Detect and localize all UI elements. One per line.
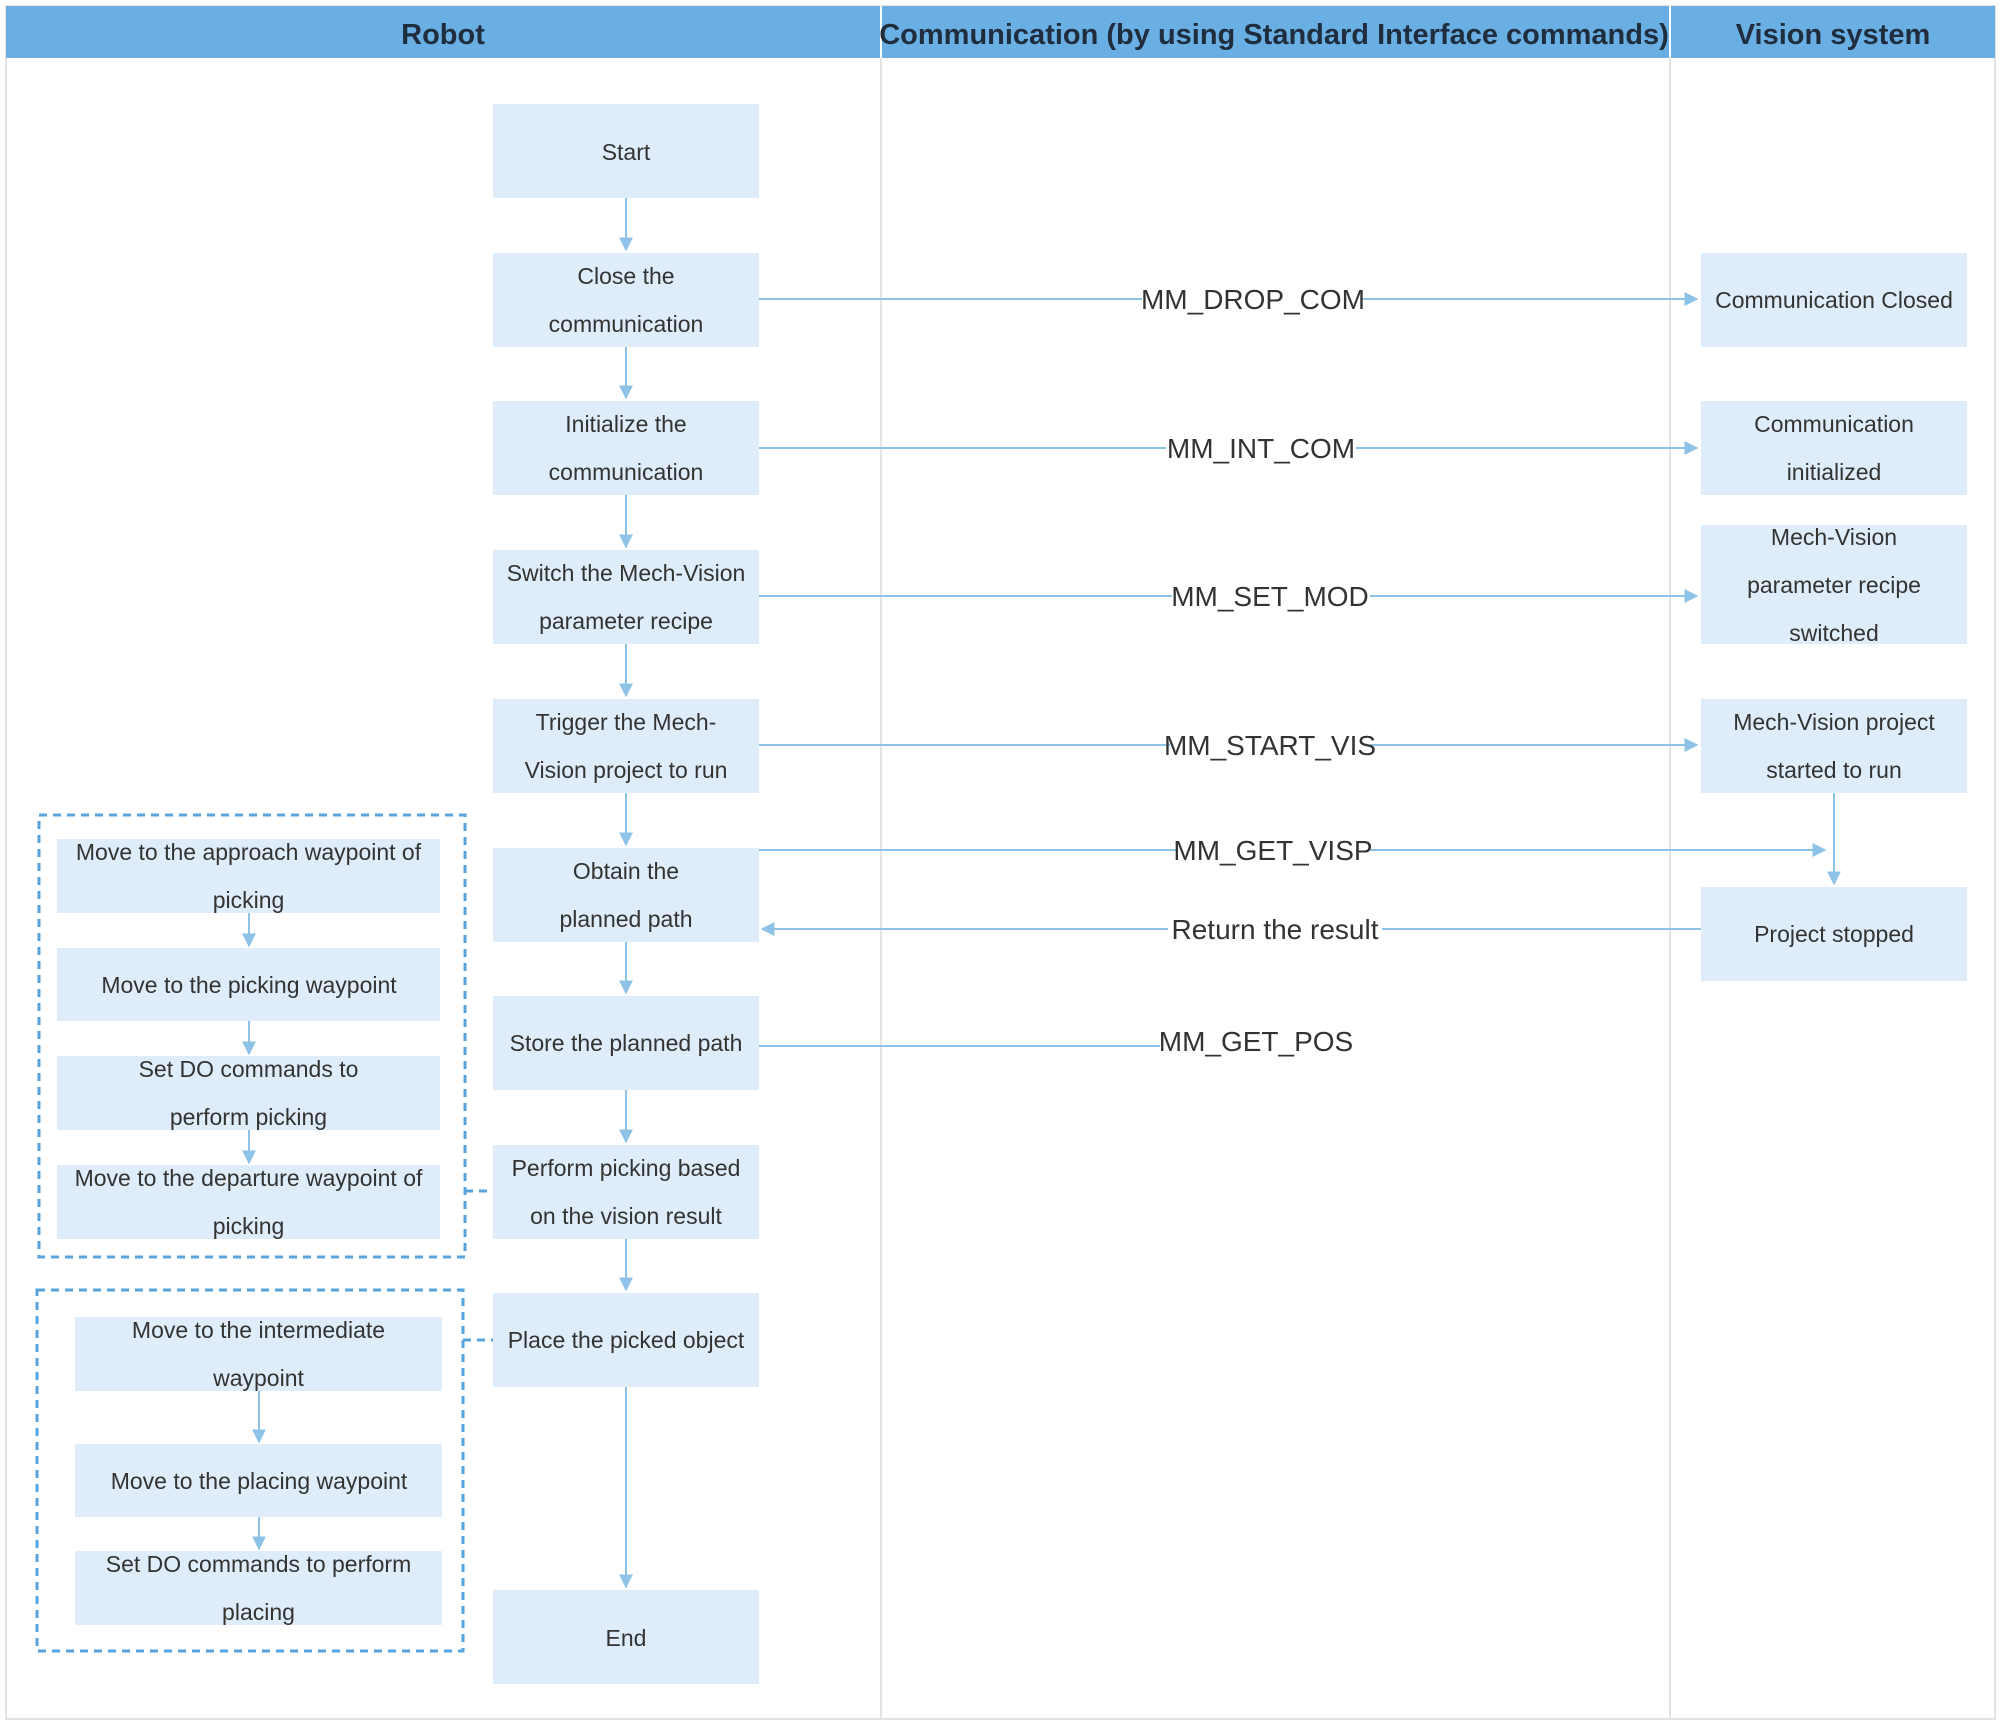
- step-store-path-label: Store the planned path: [509, 1030, 743, 1056]
- command-mm-get-pos: MM_GET_POS: [1159, 1026, 1353, 1057]
- state-project-stopped-label: Project stopped: [1754, 921, 1914, 947]
- state-communication-initialized: Communication initialized: [1701, 401, 1967, 495]
- state-communication-closed: Communication Closed: [1701, 253, 1967, 347]
- placing-substeps: Move to the intermediate waypoint Move t…: [75, 1317, 442, 1625]
- step-place-object-label: Place the picked object: [507, 1327, 745, 1353]
- picking-substeps: Move to the approach waypoint of picking…: [57, 839, 440, 1239]
- step-place-object: Place the picked object: [493, 1293, 759, 1387]
- placing-substeps-frame: [35, 1288, 465, 1653]
- step-close-communication: Close the communication: [493, 253, 759, 347]
- step-initialize-communication: Initialize the communication: [493, 401, 759, 495]
- step-start: Start: [493, 104, 759, 198]
- substep-do-placing: Set DO commands to perform placing: [75, 1551, 442, 1625]
- command-mm-drop-com: MM_DROP_COM: [1141, 284, 1365, 315]
- command-mm-set-mod: MM_SET_MOD: [1171, 581, 1369, 612]
- picking-substeps-frame: [37, 813, 467, 1259]
- lane-header-bar: Robot Communication (by using Standard I…: [6, 6, 1995, 58]
- state-project-started-label: Mech-Vision project started to run: [1733, 709, 1935, 783]
- step-obtain-path-label: Obtain the planned path: [559, 858, 693, 932]
- state-recipe-switched: Mech-Vision parameter recipe switched: [1701, 523, 1967, 646]
- state-communication-initialized-label: Communication initialized: [1754, 411, 1914, 485]
- return-result-label: Return the result: [1172, 914, 1379, 945]
- step-end-label: End: [606, 1625, 647, 1651]
- step-trigger-project: Trigger the Mech-Vision project to run: [493, 699, 759, 793]
- step-close-communication-label: Close the communication: [548, 263, 704, 337]
- command-mm-get-visp: MM_GET_VISP: [1173, 835, 1372, 866]
- state-project-stopped: Project stopped: [1701, 887, 1967, 981]
- step-switch-recipe-label: Switch the Mech-Vision parameter recipe: [506, 560, 746, 634]
- substep-intermediate-waypoint: Move to the intermediate waypoint: [75, 1317, 442, 1391]
- command-mm-start-vis: MM_START_VIS: [1164, 730, 1376, 761]
- lane-title-communication: Communication (by using Standard Interfa…: [879, 19, 1669, 51]
- robot-steps: Start Close the communication Initialize…: [493, 104, 759, 1684]
- step-initialize-communication-label: Initialize the communication: [548, 411, 704, 485]
- substep-do-picking-label: Set DO commands to perform picking: [138, 1056, 359, 1130]
- step-end: End: [493, 1590, 759, 1684]
- lane-title-robot: Robot: [401, 19, 485, 51]
- step-perform-picking: Perform picking based on the vision resu…: [493, 1145, 759, 1239]
- step-switch-recipe: Switch the Mech-Vision parameter recipe: [493, 550, 759, 644]
- step-store-path: Store the planned path: [493, 996, 759, 1090]
- group-link-connectors: [463, 1189, 493, 1342]
- state-communication-closed-label: Communication Closed: [1715, 287, 1953, 313]
- state-project-started: Mech-Vision project started to run: [1701, 699, 1967, 793]
- state-recipe-switched-label: Mech-Vision parameter recipe switched: [1747, 523, 1921, 646]
- substep-do-picking: Set DO commands to perform picking: [57, 1056, 440, 1130]
- step-start-label: Start: [602, 139, 651, 165]
- substep-departure-waypoint: Move to the departure waypoint of pickin…: [57, 1165, 440, 1239]
- vision-states: Communication Closed Communication initi…: [1701, 253, 1967, 981]
- substep-approach-waypoint: Move to the approach waypoint of picking: [57, 839, 440, 913]
- substep-placing-waypoint: Move to the placing waypoint: [75, 1444, 442, 1517]
- command-mm-int-com: MM_INT_COM: [1167, 433, 1355, 464]
- substep-picking-waypoint: Move to the picking waypoint: [57, 948, 440, 1021]
- step-perform-picking-label: Perform picking based on the vision resu…: [511, 1155, 741, 1229]
- substep-do-placing-label: Set DO commands to perform placing: [105, 1551, 412, 1625]
- connectors: [242, 198, 1841, 1589]
- substep-departure-waypoint-label: Move to the departure waypoint of pickin…: [74, 1165, 423, 1239]
- step-obtain-path: Obtain the planned path: [493, 848, 759, 942]
- substep-approach-waypoint-label: Move to the approach waypoint of picking: [75, 839, 422, 913]
- substep-placing-waypoint-label: Move to the placing waypoint: [111, 1468, 408, 1494]
- substep-picking-waypoint-label: Move to the picking waypoint: [101, 972, 397, 998]
- lane-title-vision: Vision system: [1736, 19, 1931, 51]
- command-labels: MM_DROP_COM MM_INT_COM MM_SET_MOD MM_STA…: [1141, 280, 1382, 1065]
- step-trigger-project-label: Trigger the Mech-Vision project to run: [524, 709, 728, 783]
- substep-intermediate-waypoint-label: Move to the intermediate waypoint: [131, 1317, 386, 1391]
